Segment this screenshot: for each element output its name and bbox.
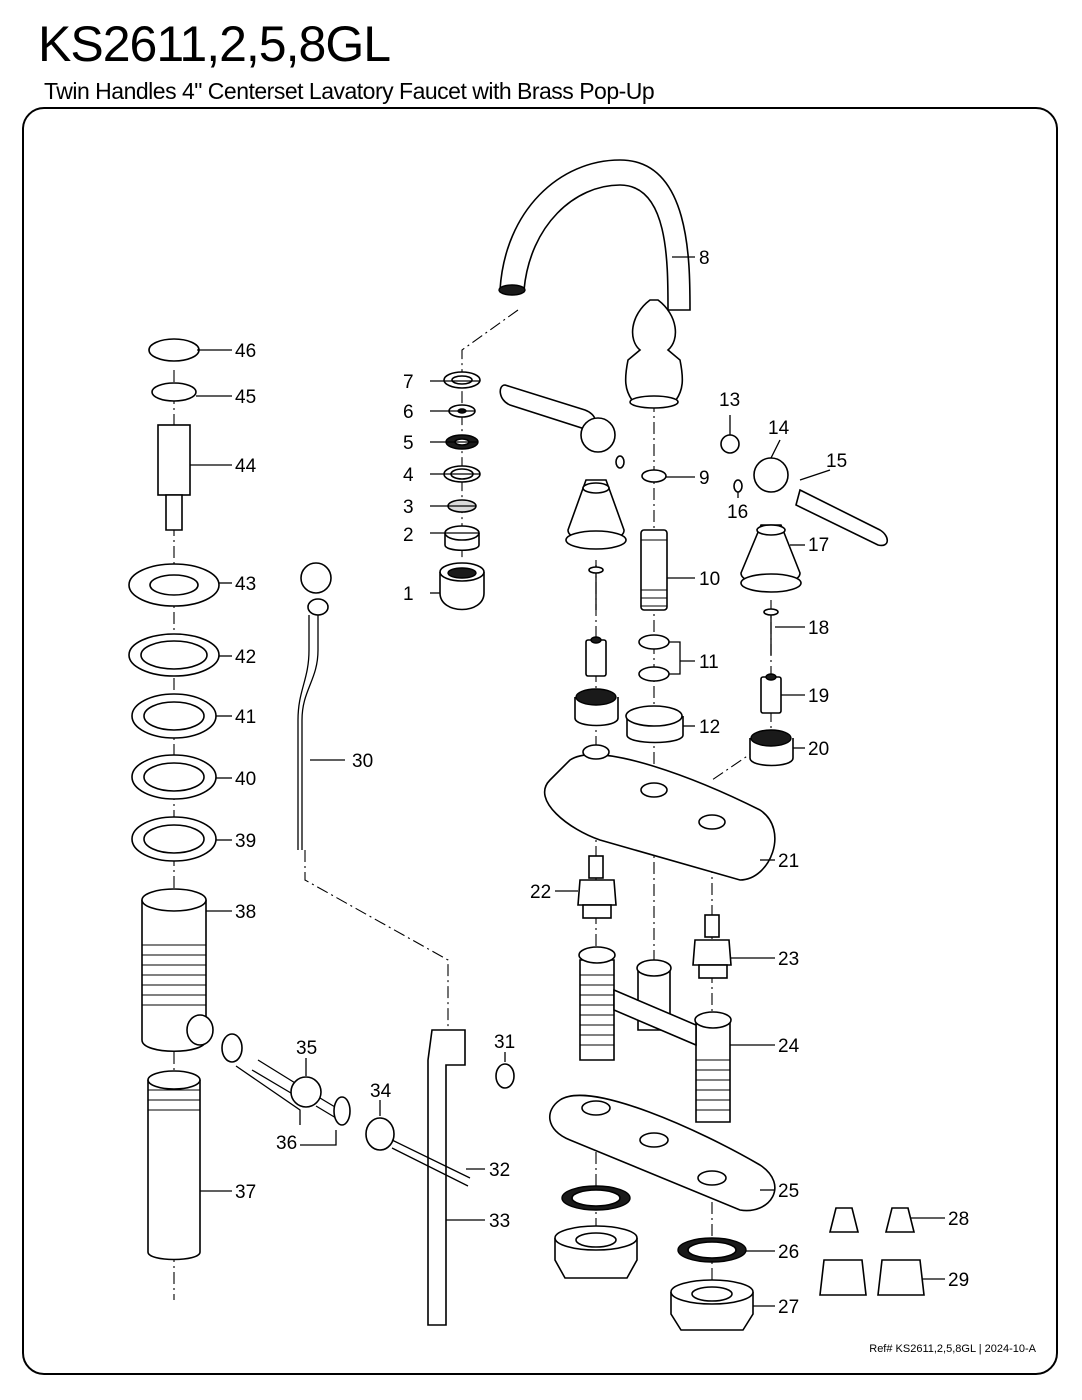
part-label-25: 25: [778, 1181, 799, 1202]
leader-lines: [190, 256, 945, 1307]
part-label-23: 23: [778, 949, 799, 970]
part-label-22: 22: [530, 882, 551, 903]
part-label-26: 26: [778, 1242, 799, 1263]
part-label-6: 6: [403, 402, 414, 423]
supply-fittings-28-29: [819, 1207, 925, 1296]
model-title: KS2611,2,5,8GL: [38, 16, 391, 72]
part-label-16: 16: [727, 502, 748, 523]
left-handle-assembly: [499, 384, 627, 727]
part-label-30: 30: [352, 751, 373, 772]
center-stem-parts-9-12: [625, 469, 684, 744]
part-label-24: 24: [778, 1036, 800, 1057]
part-label-17: 17: [808, 535, 829, 556]
product-description: Twin Handles 4" Centerset Lavatory Fauce…: [44, 78, 655, 104]
part-label-11: 11: [699, 652, 719, 673]
diagram-frame: [22, 107, 1058, 1375]
part-label-15: 15: [826, 451, 847, 472]
part-label-8: 8: [699, 248, 710, 269]
part-label-5: 5: [403, 433, 414, 454]
part-labels: 8 7 6 5 4 3 2 1 9 10 11 12 13 14 15 16 1…: [235, 248, 969, 1318]
escutcheon-part-21: [543, 744, 776, 881]
part-label-33: 33: [489, 1211, 510, 1232]
part-label-36: 36: [276, 1133, 297, 1154]
part-label-9: 9: [699, 468, 710, 489]
part-label-37: 37: [235, 1182, 256, 1203]
part-label-29: 29: [948, 1270, 969, 1291]
part-label-4: 4: [403, 465, 414, 486]
part-label-7: 7: [403, 372, 414, 393]
spout-part-8: [498, 159, 691, 409]
part-label-14: 14: [768, 418, 790, 439]
part-label-35: 35: [296, 1038, 317, 1059]
part-label-42: 42: [235, 647, 256, 668]
pop-up-linkage-30-36: [221, 562, 515, 1326]
part-label-40: 40: [235, 769, 256, 790]
part-label-28: 28: [948, 1209, 969, 1230]
valve-parts-22-23: [577, 855, 732, 979]
part-label-43: 43: [235, 574, 256, 595]
part-label-34: 34: [370, 1081, 392, 1102]
part-label-1: 1: [403, 584, 414, 605]
part-label-13: 13: [719, 390, 740, 411]
gasket-plate-part-25: [548, 1094, 776, 1212]
right-handle-assembly: [720, 434, 889, 767]
valve-body-part-24: [578, 946, 732, 1123]
part-label-39: 39: [235, 831, 256, 852]
part-label-21: 21: [778, 851, 799, 872]
part-label-46: 46: [235, 341, 256, 362]
part-label-12: 12: [699, 717, 720, 738]
part-label-38: 38: [235, 902, 256, 923]
part-label-20: 20: [808, 739, 829, 760]
part-label-3: 3: [403, 497, 414, 518]
part-label-41: 41: [235, 707, 256, 728]
part-label-32: 32: [489, 1160, 510, 1181]
part-label-31: 31: [494, 1032, 515, 1053]
part-label-19: 19: [808, 686, 829, 707]
part-label-27: 27: [778, 1297, 799, 1318]
part-label-18: 18: [808, 618, 829, 639]
part-label-2: 2: [403, 525, 414, 546]
drain-assembly-parts-37-46: [128, 338, 220, 1261]
lock-nut-parts-26-27: [554, 1185, 754, 1331]
reference-number: Ref# KS2611,2,5,8GL | 2024-10-A: [869, 1343, 1036, 1355]
part-label-10: 10: [699, 569, 720, 590]
part-label-45: 45: [235, 387, 256, 408]
part-label-44: 44: [235, 456, 257, 477]
